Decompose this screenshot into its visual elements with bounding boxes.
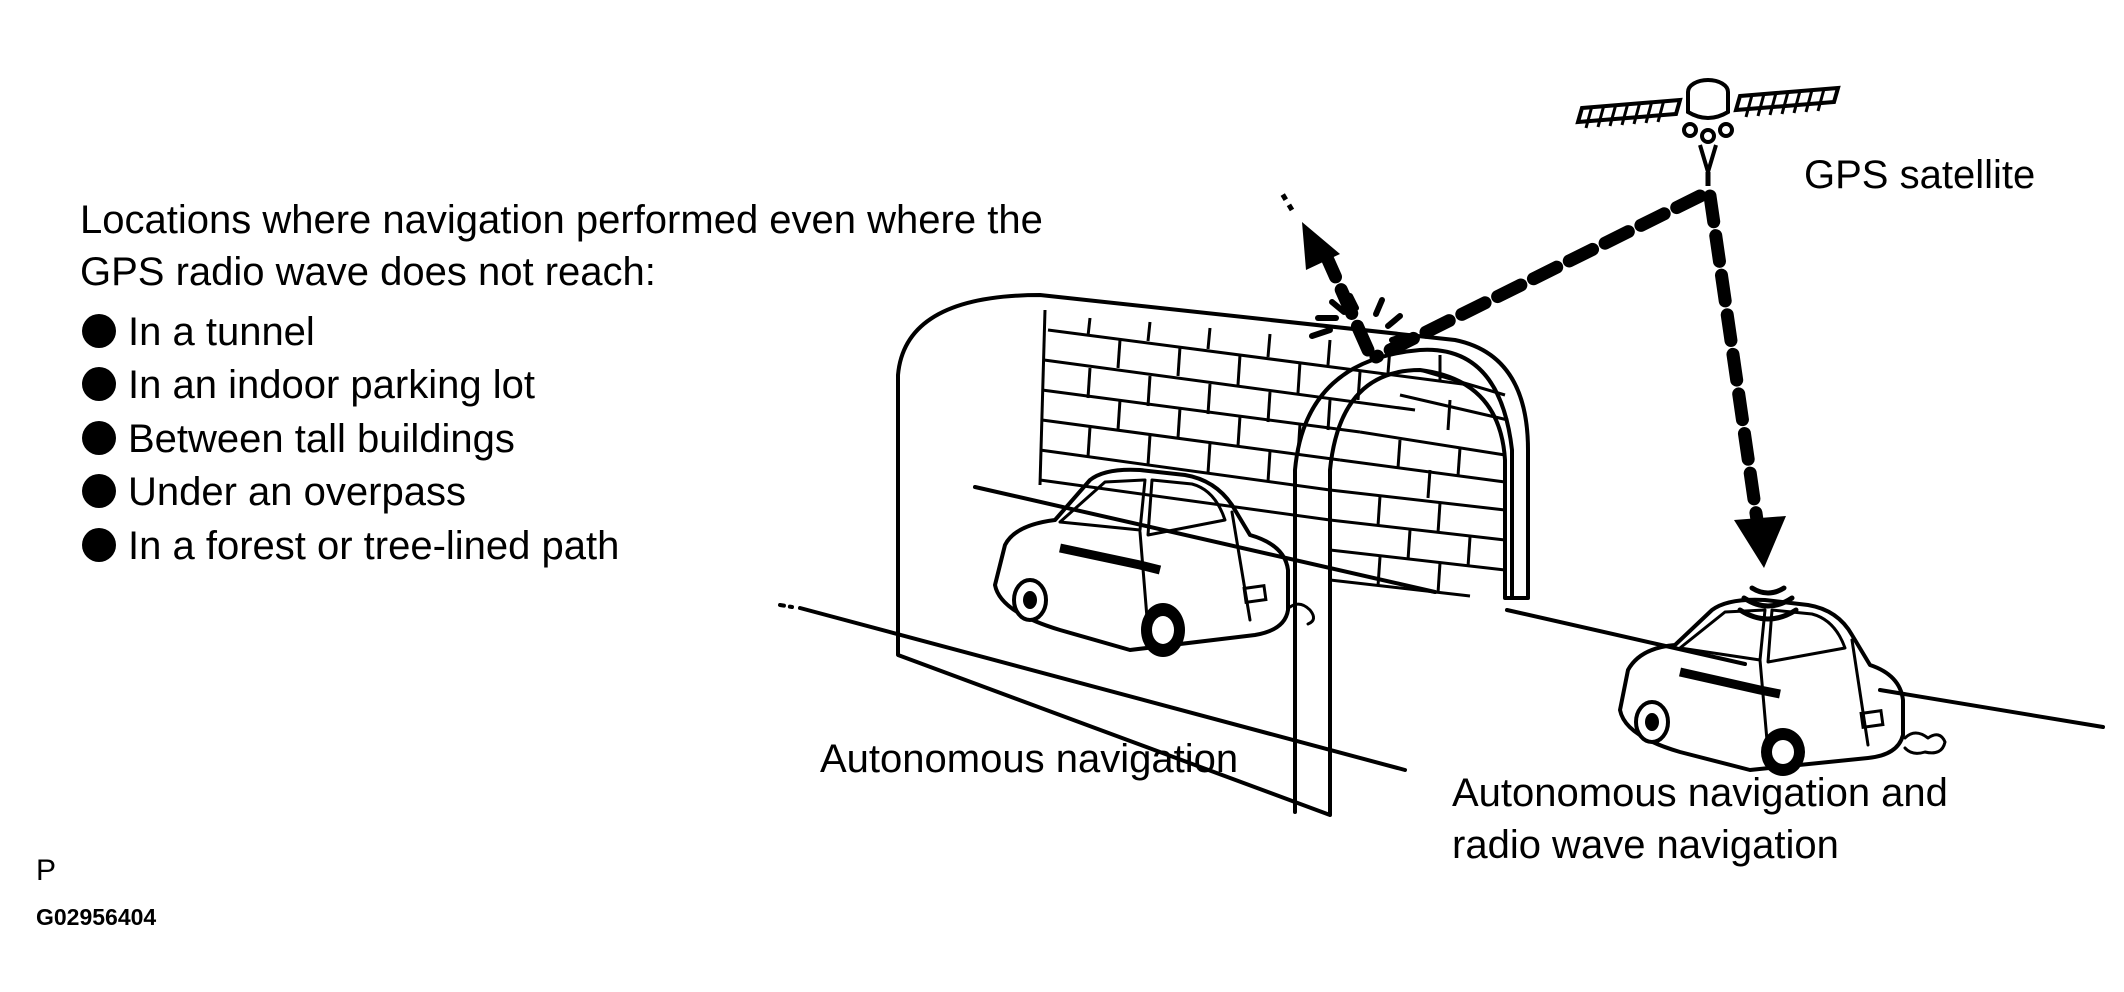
list-item: In an indoor parking lot bbox=[82, 363, 535, 407]
tunnel-car-label: Autonomous navigation bbox=[820, 737, 1238, 781]
figure-code: G02956404 bbox=[36, 904, 156, 930]
bullet-icon bbox=[82, 474, 116, 508]
signal-to-tunnel bbox=[1369, 189, 1707, 364]
list-item: Between tall buildings bbox=[82, 417, 515, 461]
brick-pattern bbox=[1038, 309, 1509, 598]
open-car-label-line-1: Autonomous navigation and bbox=[1452, 771, 1948, 815]
car-in-tunnel bbox=[993, 467, 1315, 657]
list-item: In a tunnel bbox=[82, 310, 315, 354]
bullet-icon bbox=[82, 421, 116, 455]
location-label: In a forest or tree-lined path bbox=[128, 524, 619, 568]
signal-paths bbox=[1277, 188, 1799, 622]
reflected-signal bbox=[1321, 253, 1375, 357]
location-label: In a tunnel bbox=[128, 310, 315, 354]
intro-text: Locations where navigation performed eve… bbox=[80, 198, 1043, 294]
car-stripe bbox=[1679, 667, 1781, 699]
arrow-head-icon bbox=[1734, 516, 1786, 568]
figure-marker: P bbox=[36, 854, 56, 887]
open-car-label-line-2: radio wave navigation bbox=[1452, 823, 1839, 867]
signal-to-car bbox=[1703, 189, 1764, 527]
car-window bbox=[1678, 608, 1767, 662]
tunnel bbox=[896, 293, 1530, 817]
location-label: In an indoor parking lot bbox=[128, 363, 535, 407]
bullet-icon bbox=[82, 314, 116, 348]
road-near-edge bbox=[798, 606, 1407, 772]
car-window bbox=[1766, 608, 1847, 664]
arrow-head-icon bbox=[1302, 222, 1340, 270]
road-far-edge-left bbox=[973, 485, 1437, 594]
intro-line-1: Locations where navigation performed eve… bbox=[80, 198, 1043, 242]
location-label: Under an overpass bbox=[128, 470, 466, 514]
list-item: In a forest or tree-lined path bbox=[82, 524, 619, 568]
exhaust-icon bbox=[1288, 602, 1315, 626]
location-list: In a tunnel In an indoor parking lot Bet… bbox=[82, 310, 619, 568]
road-far-edge-right bbox=[1878, 688, 2105, 729]
car-window bbox=[1146, 478, 1227, 537]
bullet-icon bbox=[82, 528, 116, 562]
location-label: Between tall buildings bbox=[128, 417, 515, 461]
road bbox=[778, 485, 2105, 772]
intro-line-2: GPS radio wave does not reach: bbox=[80, 250, 656, 294]
list-item: Under an overpass bbox=[82, 470, 466, 514]
satellite-icon bbox=[1575, 78, 1841, 186]
road-far-edge-mid bbox=[1505, 608, 1747, 666]
satellite-label: GPS satellite bbox=[1804, 153, 2035, 197]
car-stripe bbox=[1059, 543, 1162, 575]
car-open-road bbox=[1618, 597, 1947, 776]
car-body bbox=[993, 467, 1290, 652]
impact-icon bbox=[1309, 293, 1407, 343]
bullet-icon bbox=[82, 367, 116, 401]
car-body bbox=[1618, 597, 1905, 772]
car-window bbox=[1058, 478, 1147, 532]
exhaust-icon bbox=[1903, 731, 1947, 755]
tunnel-shell bbox=[896, 293, 1530, 817]
